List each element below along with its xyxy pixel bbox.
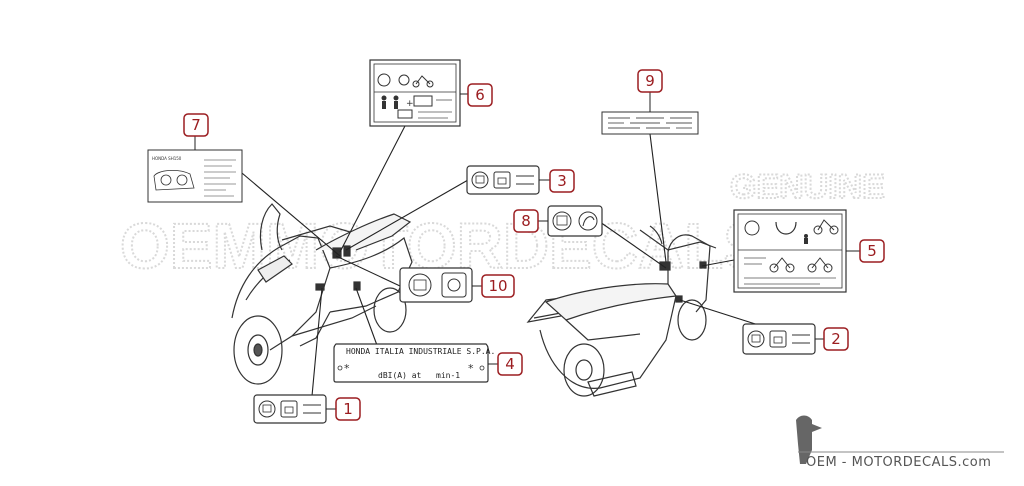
callout-1-label: 1 <box>343 400 353 418</box>
decal-2[interactable] <box>742 323 816 355</box>
footer-brand-text: OEM - MOTORDECALS.com <box>806 455 991 470</box>
toolbox-icon <box>280 400 298 418</box>
callout-1[interactable]: 1 <box>335 397 361 421</box>
leader-2 <box>679 299 769 329</box>
watermark-corner-text: GENUINE <box>730 168 885 206</box>
callout-8[interactable]: 8 <box>513 209 539 233</box>
leader-10 <box>335 255 401 287</box>
decal-4-plate[interactable]: HONDA ITALIA INDUSTRIALE S.P.A. * * dBI(… <box>333 343 495 383</box>
callout-badges: 6 7 3 10 4 1 9 8 <box>183 69 885 421</box>
callout-6-label: 6 <box>475 86 485 104</box>
leader-4 <box>355 287 379 349</box>
decal-5[interactable] <box>733 209 847 293</box>
callout-6[interactable]: 6 <box>467 83 493 107</box>
rider-icon <box>381 95 399 109</box>
motorcycle-icon <box>412 75 434 88</box>
decal-10[interactable] <box>399 267 473 303</box>
leader-8 <box>599 221 667 269</box>
callout-10[interactable]: 10 <box>481 274 515 298</box>
decal-1[interactable] <box>253 394 327 424</box>
callout-4[interactable]: 4 <box>497 352 523 376</box>
book-icon <box>747 330 765 348</box>
passenger-icon <box>804 234 808 244</box>
leader-lines <box>235 123 769 397</box>
footer-brand: OEM - MOTORDECALS.com <box>796 415 1004 470</box>
callout-3-label: 3 <box>557 172 567 190</box>
decal-6[interactable]: + <box>369 59 461 127</box>
callout-5-label: 5 <box>867 242 877 260</box>
helmet-icon <box>398 74 410 86</box>
toolbox-icon <box>769 330 787 348</box>
callout-7-label: 7 <box>191 116 201 134</box>
plate-field-right: min-1 <box>436 371 460 380</box>
decal-9[interactable] <box>601 111 699 135</box>
fuel-icon <box>441 272 467 298</box>
book-icon <box>377 73 391 87</box>
scooter-rear-view <box>526 225 717 397</box>
decal-7-title: HONDA SH150 <box>152 156 182 161</box>
callout-9-label: 9 <box>645 72 655 90</box>
callout-10-label: 10 <box>488 277 507 295</box>
book-icon <box>408 273 432 297</box>
decal-8[interactable] <box>547 205 603 237</box>
decal-7[interactable]: HONDA SH150 <box>147 149 243 203</box>
toolbox-icon <box>493 171 511 189</box>
callout-8-label: 8 <box>521 212 531 230</box>
callout-2[interactable]: 2 <box>823 327 849 351</box>
callout-7[interactable]: 7 <box>183 113 209 137</box>
leader-9 <box>649 133 667 263</box>
callout-5[interactable]: 5 <box>859 239 885 263</box>
rider-icon <box>578 211 598 231</box>
motorcycle-icon <box>813 219 839 235</box>
leader-7 <box>235 167 341 257</box>
plate-field-left: dBI(A) at <box>378 371 422 380</box>
book-icon <box>258 400 276 418</box>
callout-9[interactable]: 9 <box>637 69 663 93</box>
svg-text:*: * <box>468 362 474 375</box>
helmet-icon <box>775 221 797 235</box>
callout-3[interactable]: 3 <box>549 169 575 193</box>
callout-4-label: 4 <box>505 355 515 373</box>
decal-3[interactable] <box>466 165 540 195</box>
svg-text:+: + <box>406 99 414 109</box>
svg-text:*: * <box>344 362 350 375</box>
plate-title: HONDA ITALIA INDUSTRIALE S.P.A. <box>346 347 495 356</box>
leader-1 <box>311 287 323 397</box>
book-icon <box>744 220 760 236</box>
leader-5 <box>701 259 735 267</box>
callout-2-label: 2 <box>831 330 841 348</box>
book-icon <box>552 211 572 231</box>
leader-3 <box>345 179 469 251</box>
book-icon <box>471 171 489 189</box>
leader-6 <box>339 123 407 253</box>
